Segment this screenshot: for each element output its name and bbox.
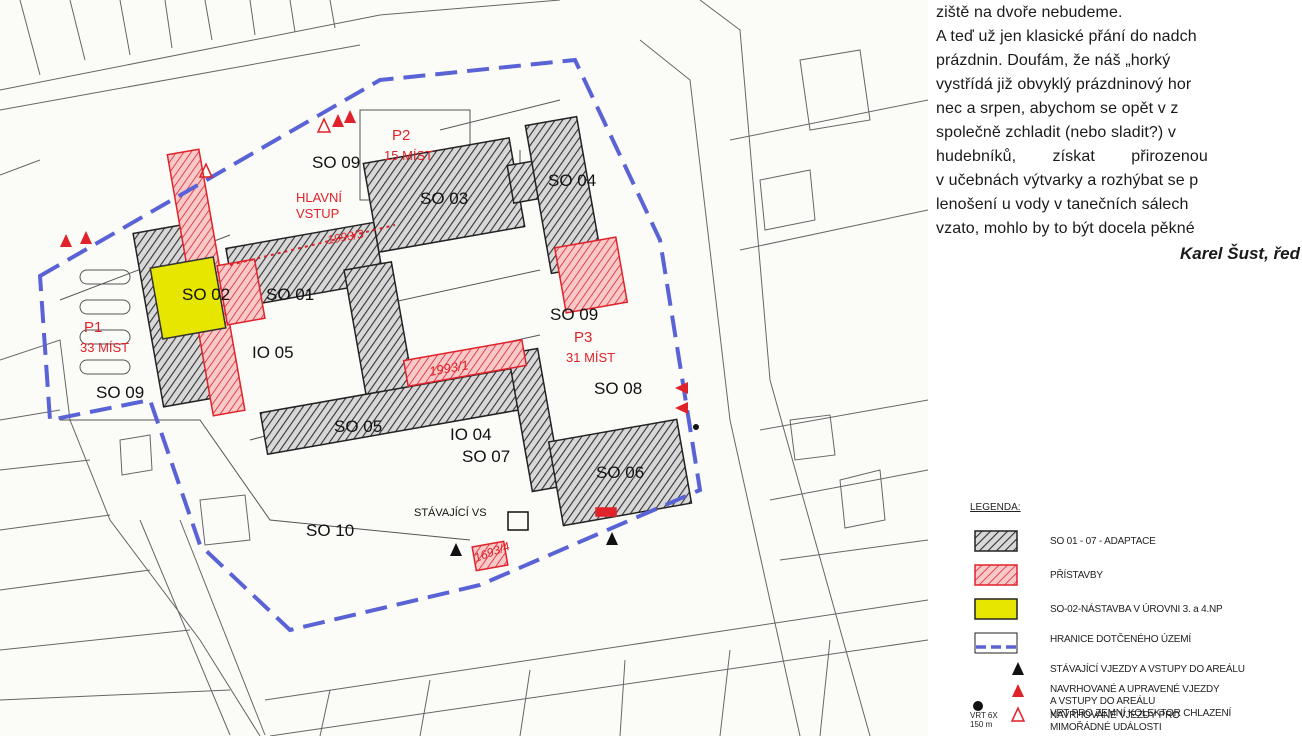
building-label: SO 05 — [334, 417, 382, 436]
parking-count: 15 MÍST — [384, 148, 433, 163]
access-markers — [60, 110, 699, 556]
article-line: vystřídá již obvyklý prázdninový hor — [936, 76, 1192, 93]
hatch-red-swatch — [974, 564, 1018, 586]
map-label: SO 09 — [550, 305, 598, 324]
site-plan-map: SO 03 SO 04 SO 02 SO 01 SO 05 SO 06 SO 0… — [0, 0, 928, 736]
building-label: SO 04 — [548, 171, 596, 190]
parking-count: 31 MÍST — [566, 350, 615, 365]
map-label: STÁVAJÍCÍ VS — [414, 506, 487, 519]
article-line: A teď už jen klasické přání do nadch — [936, 28, 1197, 45]
existing-vs-structure — [507, 511, 529, 531]
article-line: vzato, mohlo by to být docela pěkné — [936, 220, 1195, 237]
legend-item-proposed-entries: NAVRHOVANÉ A UPRAVENÉ VJEZDY A VSTUPY DO… — [940, 680, 1302, 708]
yellow-swatch — [974, 598, 1018, 620]
map-label: IO 04 — [450, 425, 492, 444]
map-label: IO 05 — [252, 343, 294, 362]
legend-item-label: NAVRHOVANÉ VJEZDY PRO — [1050, 710, 1180, 721]
legend-item-label: MIMOŘÁDNÉ UDÁLOSTI — [1050, 722, 1162, 733]
parcel-label: 1993/3 — [326, 227, 365, 247]
article-line: lenošení u vody v tanečních sálech — [936, 196, 1189, 213]
article-line: hudebníků, získat přirozenou — [936, 148, 1208, 165]
article-text: ziště na dvoře nebudeme. A teď už jen kl… — [930, 0, 1302, 280]
article-line: prázdnin. Doufám, že náš „horký — [936, 52, 1171, 69]
parking-label: P2 — [392, 127, 410, 144]
legend-item-emergency-entries: NAVRHOVANÉ VJEZDY PRO MIMOŘÁDNÉ UDÁLOSTI — [940, 704, 1302, 733]
article-line: společně zchladit (nebo sladit?) v — [936, 124, 1176, 141]
legend-item-boundary: HRANICE DOTČENÉHO ÚZEMÍ — [940, 626, 1302, 656]
legend-item-label: SO-02-NÁSTAVBA V ÚROVNI 3. a 4.NP — [1050, 604, 1223, 615]
parking-count: 33 MÍST — [80, 340, 129, 355]
site-plan-svg: SO 03 SO 04 SO 02 SO 01 SO 05 SO 06 SO 0… — [0, 0, 928, 736]
cadastral-lines — [0, 0, 928, 736]
map-label: SO 07 — [462, 447, 510, 466]
parking-label: P3 — [574, 329, 592, 346]
building-label: SO 01 — [266, 285, 314, 304]
article-line: nec a srpen, abychom se opět v z — [936, 100, 1179, 117]
map-legend: LEGENDA: SO 01 - 07 - ADAPTACE PŘÍSTAVBY… — [940, 492, 1302, 736]
dashed-boundary-swatch — [974, 632, 1018, 654]
legend-item-label: STÁVAJÍCÍ VJEZDY A VSTUPY DO AREÁLU — [1050, 664, 1245, 675]
borehole-symbol-label: 150 m — [970, 720, 993, 729]
article-line: ziště na dvoře nebudeme. — [936, 4, 1123, 21]
building-label: SO 02 — [182, 285, 230, 304]
map-label: SO 09 — [96, 383, 144, 402]
triangle-red-icon — [1012, 684, 1024, 697]
legend-item-existing-entries: STÁVAJÍCÍ VJEZDY A VSTUPY DO AREÁLU — [940, 658, 1302, 678]
legend-title: LEGENDA: — [970, 502, 1021, 513]
map-label: SO 08 — [594, 379, 642, 398]
triangle-outline-icon — [1010, 706, 1026, 722]
map-label: SO 10 — [306, 521, 354, 540]
article-line: v učebnách výtvarky a rozhýbat se p — [936, 172, 1199, 189]
hatch-dark-swatch — [974, 530, 1018, 552]
building-label: SO 06 — [596, 463, 644, 482]
article-signature: Karel Šust, řed — [1180, 244, 1300, 263]
main-entry-line — [229, 224, 396, 266]
map-label: SO 09 — [312, 153, 360, 172]
parcel-label: 1993/1 — [428, 357, 470, 379]
legend-item-superstructure: SO-02-NÁSTAVBA V ÚROVNI 3. a 4.NP — [940, 592, 1302, 622]
legend-item-adaptation: SO 01 - 07 - ADAPTACE — [940, 524, 1302, 554]
parking-label: P1 — [84, 319, 102, 336]
legend-item-extensions: PŘÍSTAVBY — [940, 558, 1302, 588]
triangle-black-icon — [1012, 662, 1024, 675]
map-text: SO 03 SO 04 SO 02 SO 01 SO 05 SO 06 SO 0… — [96, 153, 644, 540]
legend-item-label: NAVRHOVANÉ A UPRAVENÉ VJEZDY — [1050, 684, 1220, 695]
site-boundary — [37, 57, 703, 633]
legend-item-label: VRT PRO ZEMNÍ KOLEKTOR CHLAZENÍ — [1050, 708, 1232, 719]
legend-item-label: PŘÍSTAVBY — [1050, 570, 1103, 581]
legend-item-label: A VSTUPY DO AREÁLU — [1050, 696, 1156, 707]
superstructure-so02 — [149, 256, 227, 340]
map-red-text: P2 15 MÍST P1 33 MÍST P3 31 MÍST HLAVNÍ … — [80, 127, 615, 565]
legend-item-label: SO 01 - 07 - ADAPTACE — [1050, 536, 1156, 547]
building-label: SO 03 — [420, 189, 468, 208]
legend-item-label: HRANICE DOTČENÉHO ÚZEMÍ — [1050, 634, 1191, 645]
main-entry-label: HLAVNÍ — [296, 190, 342, 205]
borehole-dot-icon — [973, 701, 983, 711]
legend-item-borehole: VRT 6X 150 m VRT PRO ZEMNÍ KOLEKTOR CHLA… — [960, 700, 1302, 736]
borehole-symbol-label: VRT 6X — [970, 711, 998, 720]
main-entry-label: VSTUP — [296, 206, 339, 221]
